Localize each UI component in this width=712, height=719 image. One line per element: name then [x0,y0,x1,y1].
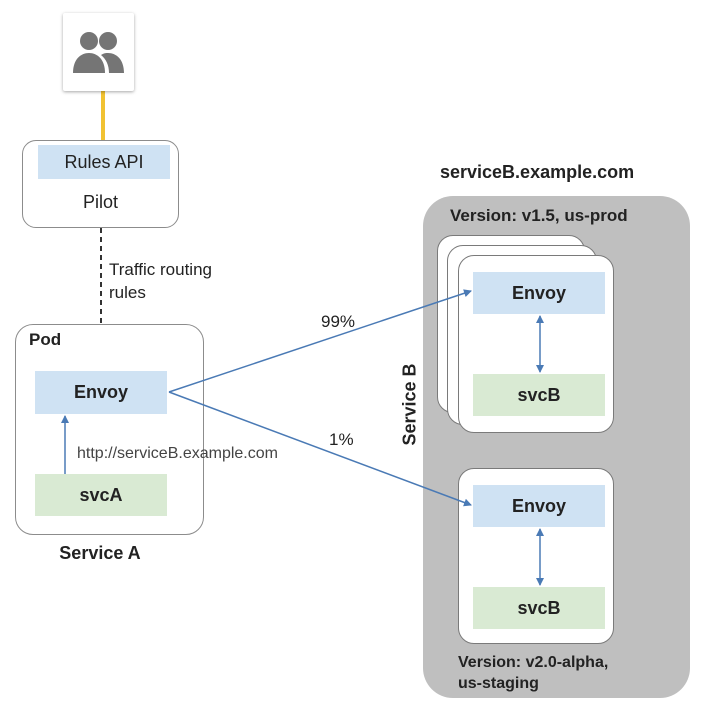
pilot-label: Pilot [82,192,118,212]
people-group-icon [73,32,124,73]
rules-api-box: Rules API [38,145,170,179]
primary-traffic-pct: 99% [321,312,356,331]
service-a-envoy: Envoy [35,371,167,414]
staging-app: svcB [473,587,605,629]
prod-envoy: Envoy [473,272,605,314]
traffic-routing-label: Traffic routing rules [109,260,212,302]
canary-traffic-pct: 1% [329,430,354,449]
staging-envoy: Envoy [473,485,605,527]
staging-version-label: Version: v2.0-alpha, us-staging [458,654,609,692]
service-a-label: Service A [59,543,141,563]
service-b-label: Service B [399,363,420,446]
users-card [63,13,134,91]
service-a-app: svcA [35,474,167,516]
service-url-label: http://serviceB.example.com [77,445,278,462]
service-b-host: serviceB.example.com [440,162,635,182]
prod-version-label: Version: v1.5, us-prod [450,206,628,225]
prod-app: svcB [473,374,605,416]
pod-label: Pod [29,330,62,349]
